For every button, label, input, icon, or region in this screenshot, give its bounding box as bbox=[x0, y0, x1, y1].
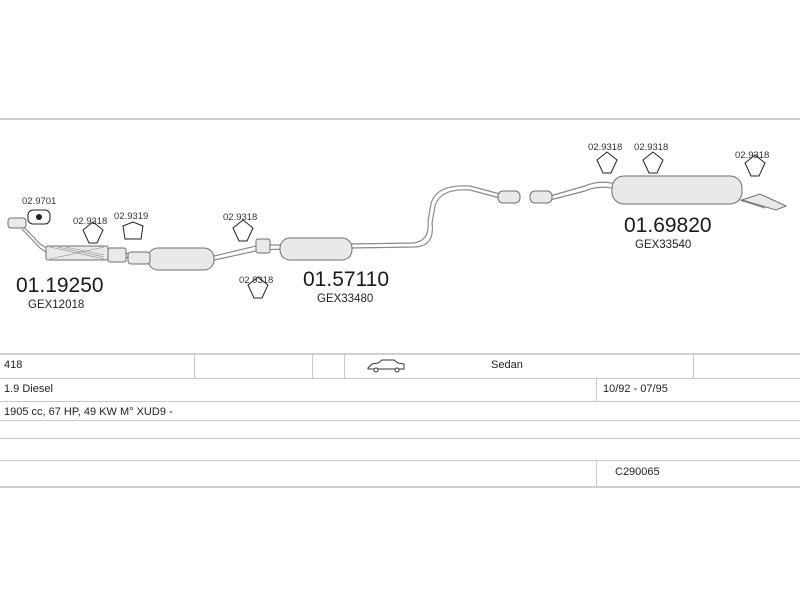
table-top-border bbox=[0, 353, 800, 355]
part-oe-1: GEX33480 bbox=[317, 293, 373, 305]
fitting-label-4: 02.9318 bbox=[239, 275, 273, 286]
engine-cell: 1.9 Diesel bbox=[4, 383, 53, 395]
part-oe-0: GEX12018 bbox=[28, 299, 84, 311]
exhaust-components bbox=[7, 175, 788, 271]
top-border bbox=[0, 118, 800, 120]
table-bottom-border bbox=[0, 486, 800, 488]
part-number-0: 01.19250 bbox=[16, 274, 104, 297]
fitting-label-0: 02.9701 bbox=[22, 196, 56, 207]
col-divider-5 bbox=[596, 379, 597, 401]
part-number-2: 01.69820 bbox=[624, 214, 712, 237]
table-row-divider-5 bbox=[0, 460, 800, 461]
car-body-icon bbox=[367, 359, 405, 373]
fitting-label-5: 02.9318 bbox=[588, 142, 622, 153]
table-row-divider-4 bbox=[0, 438, 800, 439]
hanger-icons bbox=[27, 151, 766, 299]
fitting-label-2: 02.9319 bbox=[114, 211, 148, 222]
table-row-divider-2 bbox=[0, 401, 800, 402]
col-divider-1 bbox=[194, 354, 195, 378]
exhaust-diagram: 02.9701 02.9318 02.9319 02.9318 02.9318 … bbox=[7, 142, 788, 311]
part-number-1: 01.57110 bbox=[303, 268, 389, 291]
fitting-label-7: 02.9318 bbox=[735, 150, 769, 161]
table-row-divider-1 bbox=[0, 378, 800, 379]
col-divider-2 bbox=[312, 354, 313, 378]
fitting-label-1: 02.9318 bbox=[73, 216, 107, 227]
col-divider-3 bbox=[344, 354, 345, 378]
body-type-cell: Sedan bbox=[491, 359, 523, 371]
col-divider-4 bbox=[693, 354, 694, 378]
model-cell: 418 bbox=[4, 359, 23, 371]
catalog-code-cell: C290065 bbox=[615, 466, 660, 478]
fitting-label-6: 02.9318 bbox=[634, 142, 668, 153]
fitting-label-3: 02.9318 bbox=[223, 212, 257, 223]
col-divider-6 bbox=[596, 461, 597, 486]
part-oe-2: GEX33540 bbox=[635, 239, 691, 251]
production-dates-cell: 10/92 - 07/95 bbox=[603, 383, 668, 395]
table-row-divider-3 bbox=[0, 420, 800, 421]
engine-spec-cell: 1905 cc, 67 HP, 49 KW M° XUD9 - bbox=[4, 406, 173, 418]
